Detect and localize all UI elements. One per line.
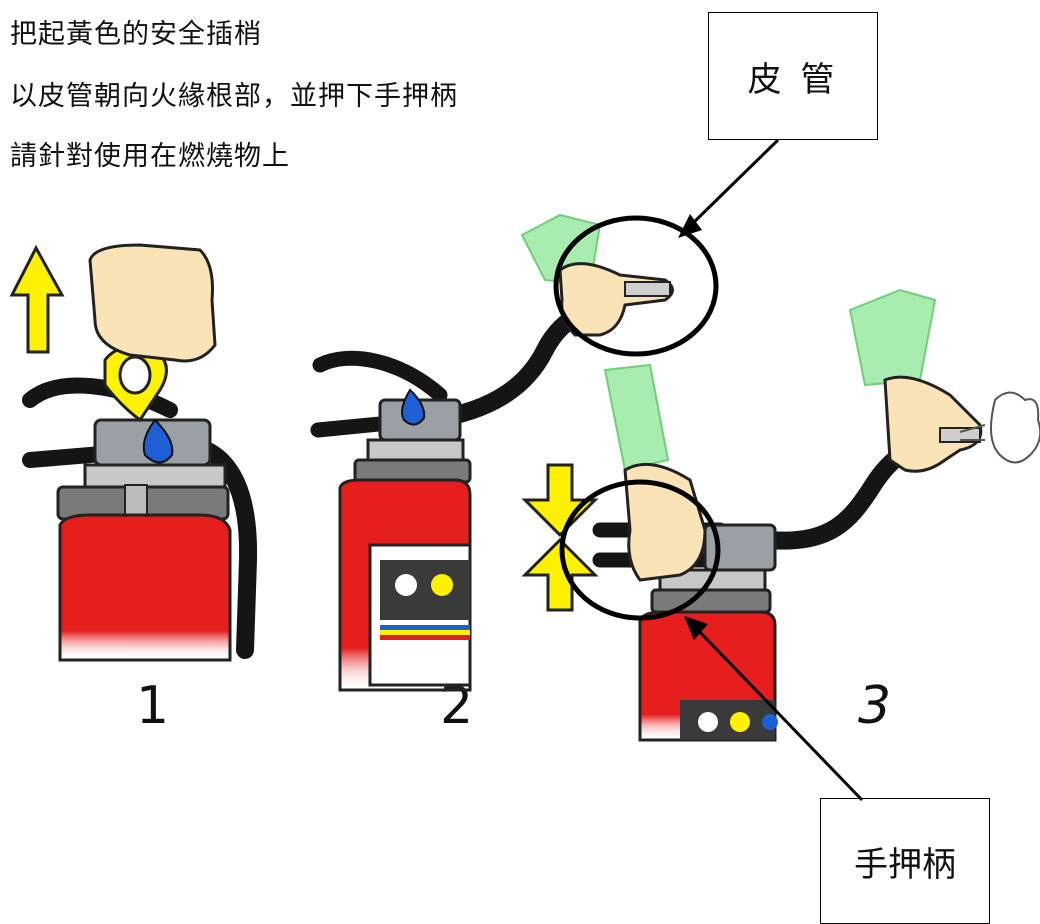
up-arrow-icon [9, 244, 65, 354]
nozzle-fig3 [939, 427, 981, 443]
hose-highlight-circle [553, 215, 719, 357]
pin-drop-fig1 [142, 418, 174, 464]
handle-pointer-arrowhead [684, 616, 708, 640]
hose-pointer-line [688, 138, 780, 228]
step-number-3: 3 [858, 676, 892, 736]
figure-1-pull-pin [9, 243, 258, 662]
neck-fig1 [83, 463, 227, 489]
figure-3-squeeze-handle [521, 288, 1040, 742]
sleeve-fig3a [603, 363, 670, 472]
instruction-step-2: 以皮管朝向火緣根部，並押下手押柄 [10, 81, 458, 112]
body-fig1 [58, 513, 232, 662]
nozzle-fig2 [624, 281, 671, 297]
figure-2-aim-hose [310, 213, 674, 692]
spray-icon [990, 391, 1040, 464]
pin-drop-fig2 [401, 388, 426, 426]
handle-pointer-line [694, 626, 864, 802]
hand-fig1 [88, 243, 217, 363]
step-number-1: 1 [136, 676, 170, 736]
hose-callout-label: 皮 管 [747, 59, 839, 100]
hand-fig3b [883, 375, 983, 473]
hose-callout-box: 皮 管 [708, 12, 878, 140]
sleeve-fig3b [848, 288, 937, 387]
hand-fig2 [558, 262, 674, 337]
instruction-step-3: 請針對使用在燃燒物上 [10, 141, 290, 172]
instruction-step-1: 把起黃色的安全插梢 [10, 19, 262, 50]
handle-callout-label: 手押柄 [854, 844, 956, 885]
squeeze-down-arrow-icon [521, 463, 599, 538]
squeeze-up-arrow-icon [521, 537, 599, 612]
handle-highlight-circle [559, 479, 721, 621]
hose-pointer-arrowhead [678, 214, 702, 238]
handle-callout-box: 手押柄 [820, 798, 990, 924]
